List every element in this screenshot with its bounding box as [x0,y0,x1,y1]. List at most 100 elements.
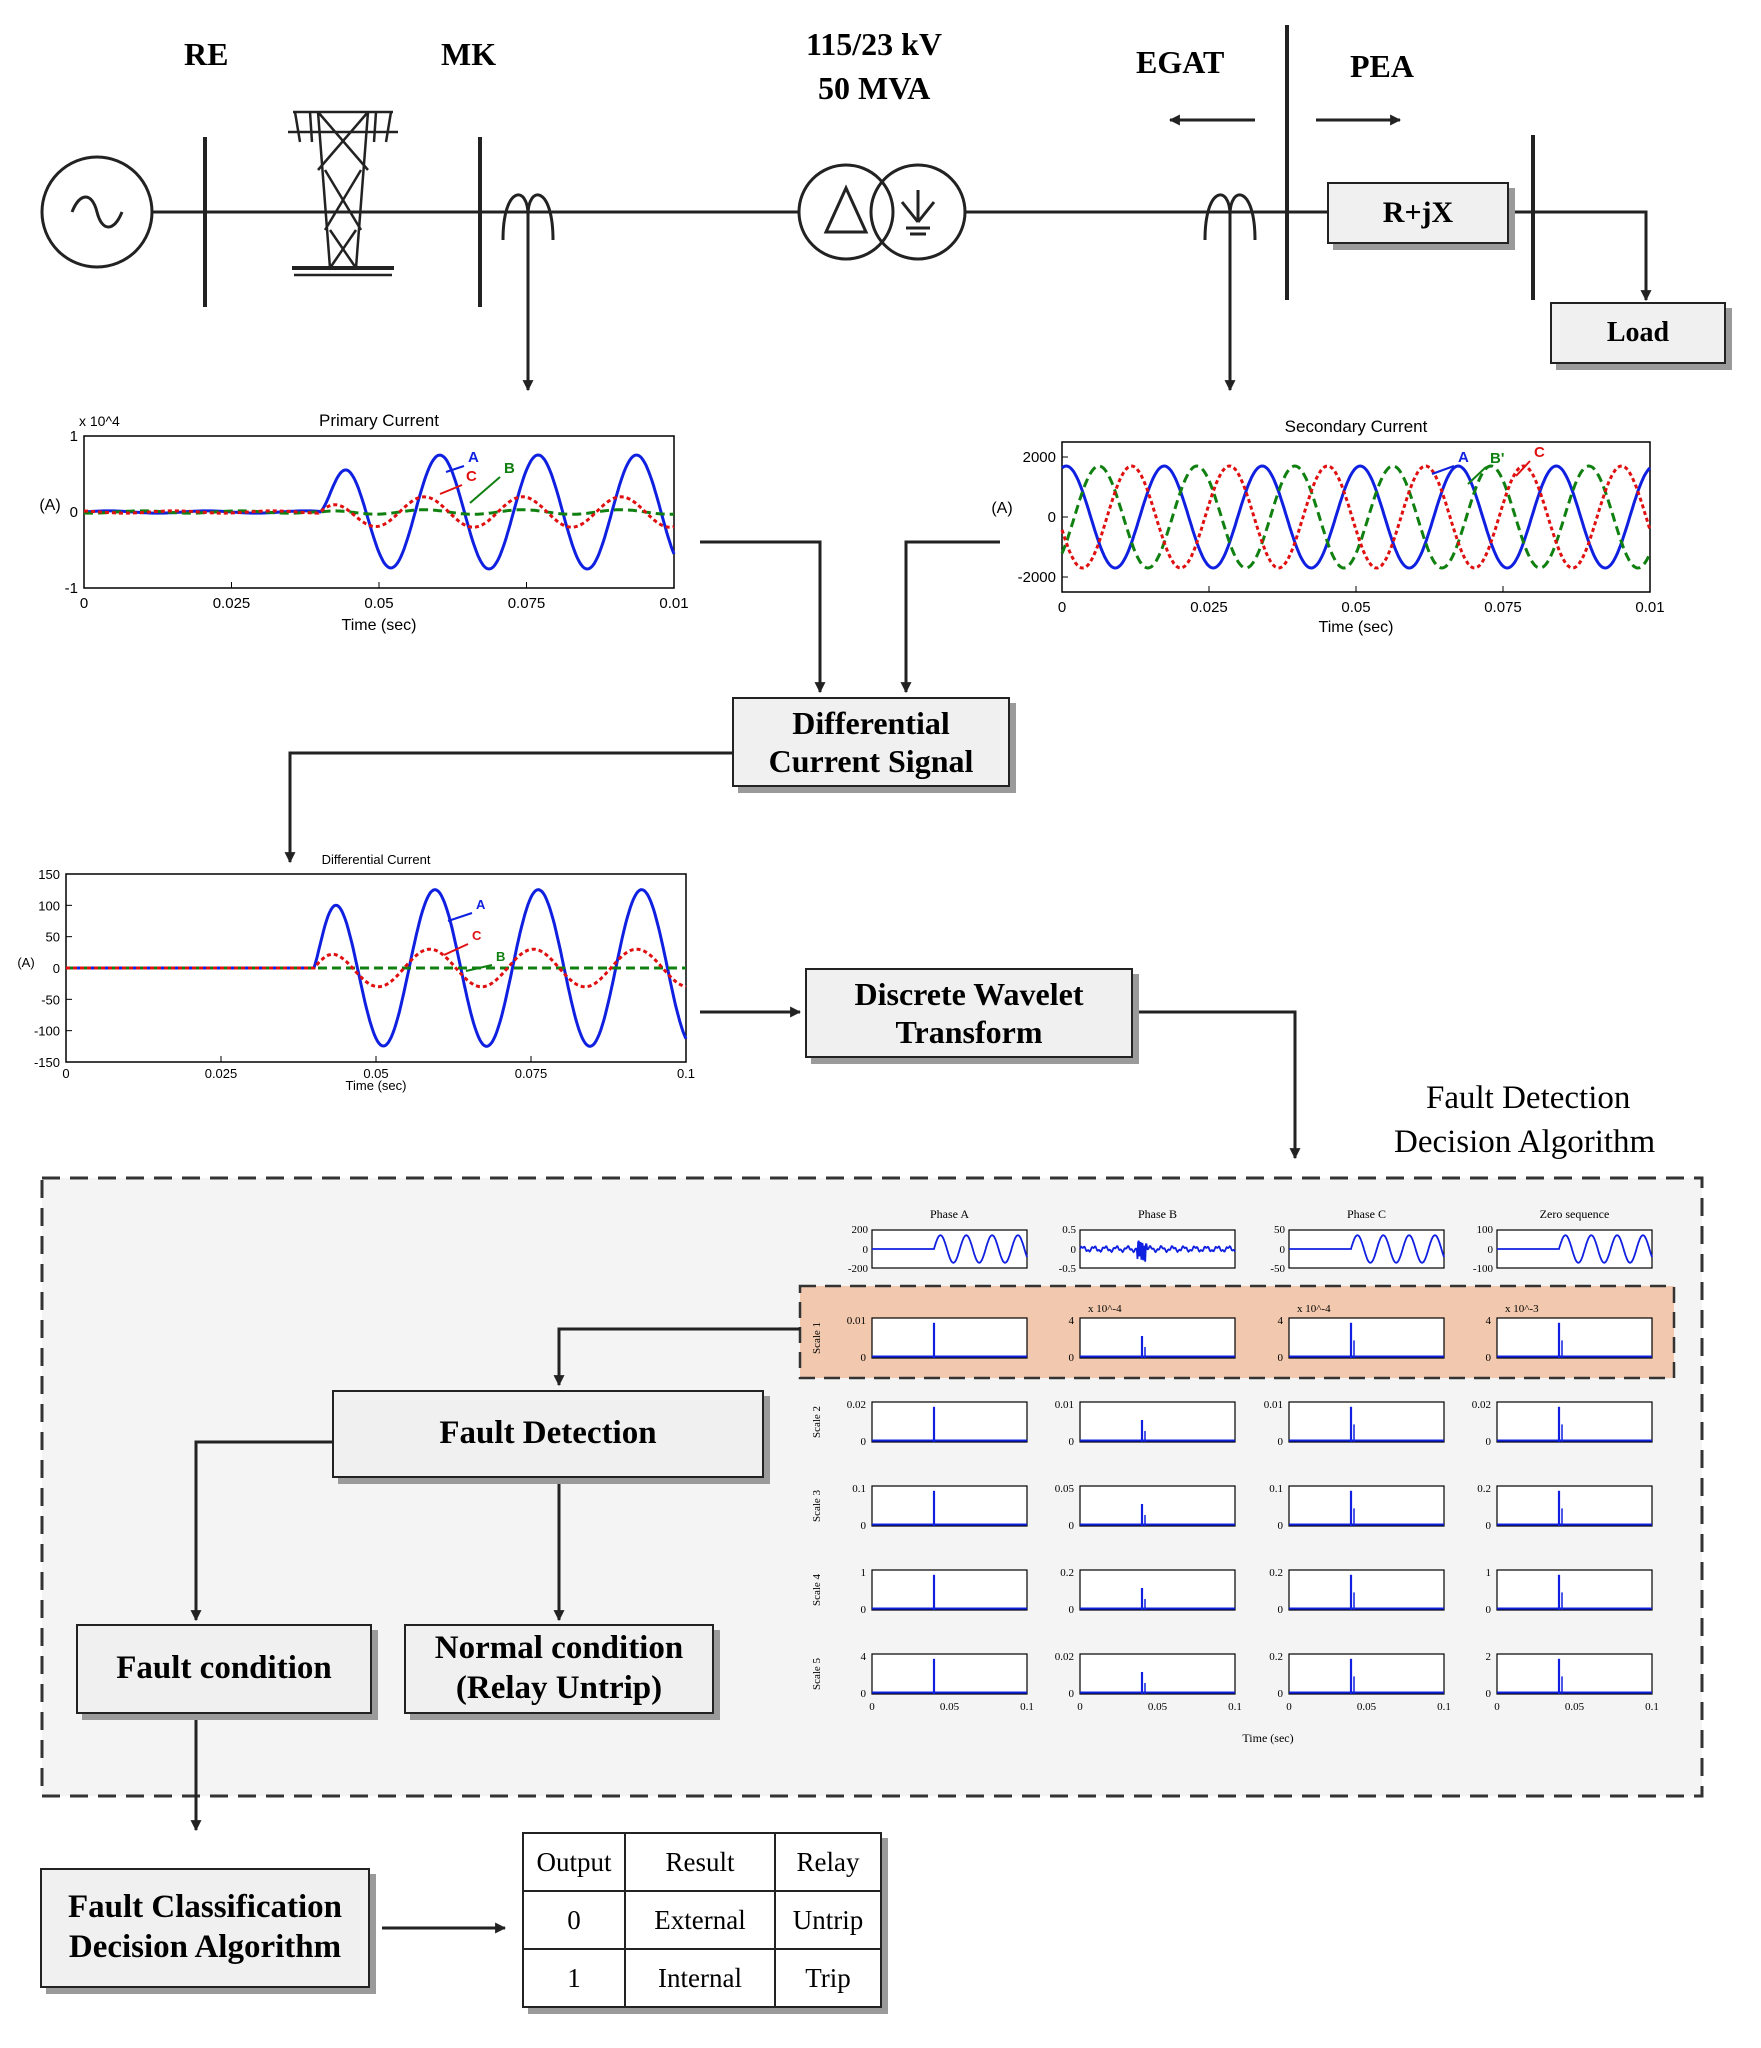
scale-plot-frame [1288,1653,1445,1695]
series-label-arrow [465,964,493,972]
scale-y-max-label: 0.05 [1055,1483,1075,1495]
series-b-line [1060,464,1652,570]
scale-plot-frame [871,1401,1028,1443]
load-label: Load [1606,317,1670,349]
series-label-arrow [439,484,463,495]
x-tick-label: 0.01 [1635,599,1664,616]
scale-y-max-label: 4 [1069,1315,1075,1327]
normal-condition-box: Normal condition (Relay Untrip) [404,1624,714,1714]
signal-y-tick-label: -50 [1270,1263,1285,1275]
scale-y-max-label: 4 [1278,1315,1284,1327]
scale-y-zero-label: 0 [1278,1436,1284,1448]
x-tick-label: 0.075 [508,595,546,612]
scale-y-zero-label: 0 [861,1520,867,1532]
scale-y-zero-label: 0 [861,1352,867,1364]
x-axis-label: Time (sec) [1319,619,1394,636]
scale-y-max-label: 4 [861,1651,867,1663]
scale-multiplier-label: x 10^-4 [1088,1303,1122,1315]
signal-y-tick-label: 0 [1280,1244,1286,1256]
scale-x-tick-label: 0.1 [1020,1701,1034,1713]
scale-plot-frame [1496,1653,1653,1695]
scale-multiplier-label: x 10^-3 [1505,1303,1539,1315]
chart-title: Differential Current [322,852,431,867]
scale-x-tick-label: 0.1 [1645,1701,1659,1713]
scale-y-zero-label: 0 [1069,1520,1075,1532]
scale-plot-frame [871,1317,1028,1359]
dwt-line1: Discrete Wavelet [854,975,1084,1012]
scale-plot-frame [1288,1485,1445,1527]
classification-line2: Decision Algorithm [68,1929,342,1965]
series-label-arrow [1431,465,1455,475]
fault-condition-label: Fault condition [116,1650,332,1687]
series-label: A [476,897,486,912]
scale-y-max-label: 0.2 [1269,1651,1283,1663]
signal-y-tick-label: 200 [852,1224,869,1236]
y-tick-label: 0 [53,961,60,976]
scale-multiplier-label: x 10^-4 [1297,1303,1331,1315]
y-axis-label: (A) [17,955,34,970]
series-label: B [496,949,505,964]
impedance-label: R+jX [1382,196,1454,229]
scale-row-label: Scale 3 [811,1489,823,1522]
x-tick-label: 0.01 [659,595,688,612]
x-tick-label: 0.05 [363,1066,388,1081]
y-tick-label: -100 [34,1024,60,1039]
signal-y-tick-label: -200 [848,1263,869,1275]
scale-x-tick-label: 0.05 [940,1701,960,1713]
y-tick-label: 1 [70,428,78,445]
fault-detection-algorithm-title-1: Fault Detection [1426,1080,1631,1116]
scale-y-zero-label: 0 [1069,1604,1075,1616]
x-tick-label: 0.05 [364,595,393,612]
scale-y-max-label: 0.2 [1060,1567,1074,1579]
scale-y-zero-label: 0 [1278,1520,1284,1532]
signal-y-tick-label: 100 [1477,1224,1494,1236]
dwt-line2: Transform [895,1014,1043,1050]
scale-y-max-label: 2 [1486,1651,1492,1663]
dwt-box: Discrete Wavelet Transform [805,968,1133,1058]
y-tick-label: 0 [70,504,78,521]
y-tick-label: 150 [38,867,60,882]
series-label: C [472,928,482,943]
signal-y-tick-label: 0 [1488,1244,1494,1256]
x-tick-label: 0 [1058,599,1066,616]
scale-y-max-label: 0.01 [1055,1399,1074,1411]
series-label-arrow [1467,466,1487,485]
scale-y-zero-label: 0 [861,1436,867,1448]
differential-line1: Differential [792,704,950,741]
y-tick-label: -50 [41,992,60,1007]
scale-y-zero-label: 0 [861,1604,867,1616]
pea-label: PEA [1350,48,1414,84]
scale-y-zero-label: 0 [1486,1688,1492,1700]
plot-frame [1061,441,1651,593]
normal-line1: Normal condition [434,1630,684,1667]
scale-x-tick-label: 0 [869,1701,875,1713]
y-tick-label: 0 [1048,509,1056,526]
signal-plot-frame [1496,1229,1653,1269]
scale-plot-frame [1288,1317,1445,1359]
table-cell: 0 [522,1890,626,1950]
scale-plot-frame [1288,1401,1445,1443]
series-label: B' [1490,450,1504,467]
scale-x-tick-label: 0.05 [1565,1701,1585,1713]
series-b-line [84,508,674,516]
y-axis-label: (A) [991,500,1012,517]
scale-plot-frame [1079,1569,1236,1611]
chart-title: Secondary Current [1285,417,1428,436]
series-label: A [1458,449,1469,466]
y-tick-label: 2000 [1023,449,1056,466]
scale-y-zero-label: 0 [1069,1688,1075,1700]
x-tick-label: 0 [80,595,88,612]
series-label-arrow [469,476,501,504]
signal-y-tick-label: -100 [1473,1263,1494,1275]
scale-y-max-label: 0.1 [1269,1483,1283,1495]
signal-line [1079,1240,1236,1262]
fault-condition-box: Fault condition [76,1624,372,1714]
x-tick-label: 0.075 [1484,599,1522,616]
impedance-box: R+jX [1327,182,1509,244]
scale-y-max-label: 0.02 [1055,1651,1074,1663]
signal-line [1289,1234,1445,1264]
wavelet-column-title: Phase B [1138,1207,1177,1221]
y-axis-label: (A) [39,497,60,514]
series-label-arrow [445,465,465,473]
